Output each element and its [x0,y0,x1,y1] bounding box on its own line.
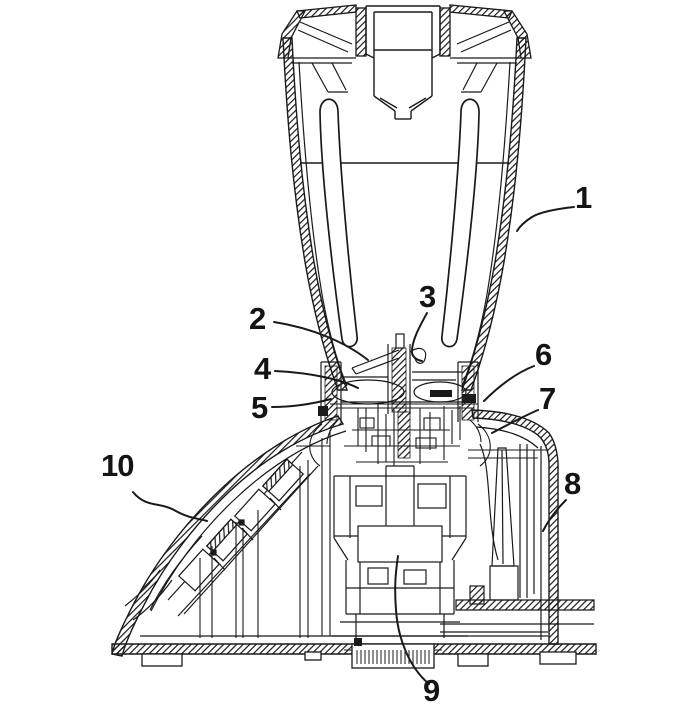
leader-line-6 [483,365,535,402]
ref-label-2: 2 [249,301,266,336]
ref-label-7: 7 [539,381,556,416]
ref-label-8: 8 [564,466,581,501]
leader-line-8 [542,499,567,532]
ref-label-10: 10 [101,448,134,483]
leader-line-2 [273,321,369,361]
leader-line-5 [271,398,332,408]
leader-line-7 [491,409,539,434]
coupling-hatch [397,411,411,459]
jar-inner-surface [298,61,511,387]
vent-grille [344,638,442,664]
seal-blocks [318,390,476,416]
ref-label-5: 5 [251,390,268,425]
right-interior [440,443,595,633]
ref-label-4: 4 [254,351,271,386]
measuring-cap [365,5,441,120]
motor-assembly [332,465,468,638]
ref-label-6: 6 [535,337,552,372]
leader-line-10 [132,491,208,522]
leader-line-9 [394,555,430,685]
leader-line-3 [410,312,428,362]
lid-detail-lines [288,21,521,93]
left-interior-ribs [199,430,331,638]
leader-line-4 [274,370,359,389]
ref-label-3: 3 [419,279,436,314]
ref-label-9: 9 [423,673,440,708]
lid-section [277,4,532,59]
leader-line-1 [516,206,575,232]
switch-modules [177,458,305,592]
ref-label-1: 1 [575,180,592,215]
jar-inner-ribs [319,98,480,348]
leader-lines [132,206,575,685]
housing-shell [111,409,597,657]
